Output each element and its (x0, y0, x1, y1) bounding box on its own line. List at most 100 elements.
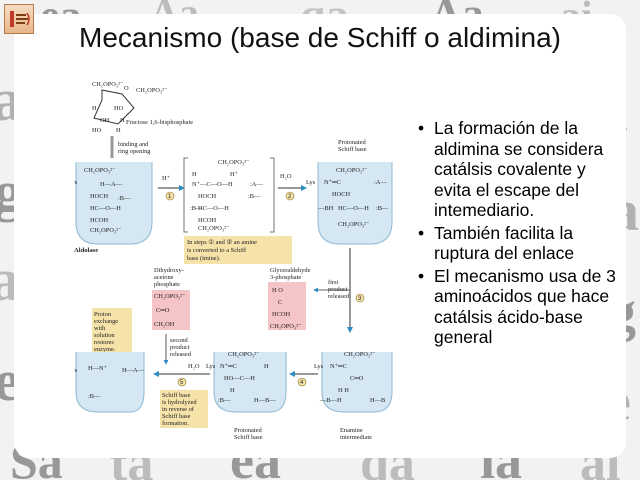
svg-text:restores: restores (94, 339, 114, 346)
svg-text:H O: H O (272, 287, 283, 294)
svg-text:HO: HO (114, 105, 124, 112)
svg-text:H: H (116, 127, 121, 134)
svg-text::A—: :A— (374, 179, 387, 186)
svg-text:Schiff base: Schiff base (162, 392, 191, 399)
svg-text:product: product (170, 344, 190, 351)
fructose-structure: CH₂OPO₃²⁻ O CH₂OPO₃²⁻ H HO OH H HO H Fru… (92, 81, 193, 134)
svg-text:Schiff base: Schiff base (162, 413, 191, 420)
svg-text:Protonated: Protonated (338, 139, 366, 146)
svg-text:N⁺—C—O—H: N⁺—C—O—H (192, 181, 233, 188)
svg-text:2: 2 (288, 194, 292, 200)
svg-text:product: product (328, 286, 348, 293)
g3p-product: Glyceraldehyde 3-phosphate H O C HCOH CH… (268, 267, 311, 330)
svg-text:is converted to a Schiff: is converted to a Schiff (187, 247, 247, 254)
bullet-item: La formación de la aldimina se considera… (418, 118, 618, 221)
svg-text:—BH: —BH (317, 205, 334, 212)
svg-text:CH₂OPO₃²⁻: CH₂OPO₃²⁻ (198, 225, 229, 232)
svg-text:in reverse of: in reverse of (162, 406, 195, 413)
svg-text::B—: :B— (118, 195, 131, 202)
svg-text:formation.: formation. (162, 420, 189, 427)
svg-text:Protonated: Protonated (234, 427, 262, 434)
svg-text:CH₂OPO₃²⁻: CH₂OPO₃²⁻ (270, 323, 301, 330)
svg-text:N⁺═C: N⁺═C (220, 363, 237, 370)
svg-text:4: 4 (300, 380, 304, 386)
second-product-arrow: second product released (163, 334, 192, 365)
svg-text::B—: :B— (190, 205, 203, 212)
svg-text:N⁺═C: N⁺═C (330, 363, 347, 370)
fructose-ch2opo3-right: CH₂OPO₃²⁻ (136, 87, 167, 94)
svg-text:CH₂OPO₃²⁻: CH₂OPO₃²⁻ (228, 351, 259, 358)
svg-text:H₂O: H₂O (188, 363, 200, 370)
svg-text:HCOH: HCOH (198, 217, 216, 224)
svg-text:released: released (170, 351, 192, 358)
svg-text:HO—C—H: HO—C—H (224, 375, 255, 382)
bullet-item: También facilita la ruptura del enlace (418, 223, 618, 264)
svg-text:3-phosphate: 3-phosphate (270, 274, 301, 281)
step-1-arrow: H⁺ 1 (158, 175, 185, 201)
step-4-arrow: 4 (289, 371, 318, 387)
svg-text:second: second (170, 337, 189, 344)
svg-text:Proton: Proton (94, 311, 112, 318)
svg-text::A—: :A— (250, 181, 263, 188)
speaker-note-icon (10, 11, 30, 27)
dhap-product: Dihydroxy- acetone phosphate CH₂OPO₃²⁻ C… (152, 267, 190, 330)
svg-text:HOCH: HOCH (90, 193, 108, 200)
svg-text:HOCH: HOCH (332, 191, 350, 198)
protonated-schiff-base-bottom: CH₂OPO₃²⁻ Lys N⁺═C H HO—C—H H :B— H—B— P… (206, 351, 287, 441)
step-5-arrow: H₂O 5 (153, 363, 210, 387)
svg-text::B—: :B— (88, 393, 101, 400)
steps-note-box: In steps ① and ② an amine is converted t… (184, 236, 292, 264)
svg-text:C═O: C═O (156, 307, 170, 314)
svg-text:3: 3 (358, 296, 362, 302)
svg-text:H—N⁺: H—N⁺ (88, 365, 107, 372)
svg-text:H: H (192, 171, 197, 178)
svg-text::B—: :B— (376, 205, 389, 212)
svg-text:H—A—: H—A— (122, 367, 145, 374)
svg-text:Lys: Lys (306, 179, 316, 186)
svg-text:H—B: H—B (370, 397, 385, 404)
svg-text:CH₂OPO₃²⁻: CH₂OPO₃²⁻ (344, 351, 375, 358)
step-3-arrow: first product released 3 (313, 248, 365, 333)
binding-arrow: binding and ring opening (110, 136, 151, 158)
svg-text:intermediate: intermediate (340, 434, 372, 441)
svg-text:HCOH: HCOH (90, 217, 108, 224)
svg-text:binding and: binding and (118, 141, 149, 148)
svg-text::B—: :B— (248, 193, 261, 200)
svg-text:Lys: Lys (74, 179, 78, 186)
bullet-item: El mecanismo usa de 3 aminoácidos que ha… (418, 266, 618, 348)
svg-text:exchange: exchange (94, 318, 118, 325)
protonated-schiff-base-top: Protonated Schiff base CH₂OPO₃²⁻ Lys N⁺═… (306, 139, 393, 245)
aldolase-label: Aldolase (74, 247, 98, 254)
slide-title: Mecanismo (base de Schiff o aldimina) (79, 22, 561, 53)
fructose-label: Fructose 1,6-bisphosphate (126, 119, 193, 126)
svg-text:HC—O—H: HC—O—H (338, 205, 369, 212)
svg-text:H: H (92, 105, 97, 112)
svg-text:5: 5 (180, 380, 184, 386)
svg-text:is hydrolyzed: is hydrolyzed (162, 399, 197, 406)
svg-text:with: with (94, 325, 106, 332)
svg-text:C: C (278, 299, 282, 306)
svg-text:HC—O—H: HC—O—H (198, 205, 229, 212)
svg-text:H₂O: H₂O (280, 173, 292, 180)
audio-button[interactable] (4, 4, 34, 34)
svg-text:first: first (328, 279, 339, 286)
svg-text:Enamine: Enamine (340, 427, 363, 434)
svg-text:acetone: acetone (154, 274, 174, 281)
svg-text:Dihydroxy-: Dihydroxy- (154, 267, 184, 274)
svg-text:CH₂OH: CH₂OH (154, 321, 175, 328)
bullet-list: La formación de la aldimina se considera… (418, 118, 618, 350)
svg-text:H⁺: H⁺ (162, 175, 170, 182)
svg-text:H: H (264, 363, 269, 370)
svg-text:H H: H H (338, 387, 349, 394)
svg-text:released: released (328, 293, 350, 300)
svg-text:H: H (230, 387, 235, 394)
svg-text:CH₂OPO₃²⁻: CH₂OPO₃²⁻ (84, 167, 115, 174)
svg-text:CH₂OPO₃²⁻: CH₂OPO₃²⁻ (90, 227, 121, 234)
svg-text:Schiff base: Schiff base (234, 434, 263, 441)
carbinolamine-intermediate: CH₂OPO₃²⁻ H H⁺ N⁺—C—O—H :A— HOCH :B— HC—… (183, 157, 275, 233)
enzyme-bottom-left: Lys H—N⁺ H—A— :B— (74, 352, 145, 413)
svg-text:OH: OH (100, 117, 110, 124)
svg-text:enzyme.: enzyme. (94, 346, 116, 353)
svg-text:CH₂OPO₃²⁻: CH₂OPO₃²⁻ (336, 167, 367, 174)
svg-text:H: H (120, 117, 125, 124)
